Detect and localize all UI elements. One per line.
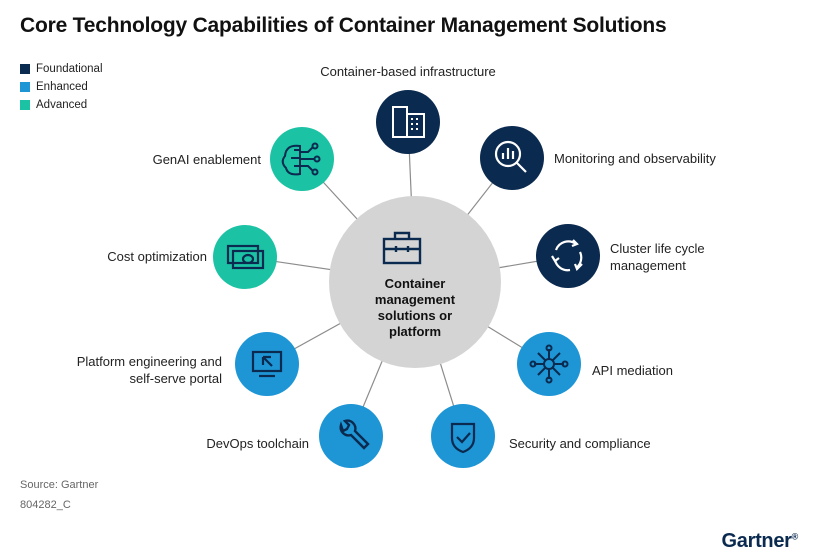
building-icon bbox=[392, 106, 425, 138]
brand-name: Gartner bbox=[721, 530, 792, 552]
node-label-cost-opt: Cost optimization bbox=[107, 249, 207, 264]
page-title: Core Technology Capabilities of Containe… bbox=[20, 14, 667, 37]
wrench-icon bbox=[339, 419, 370, 450]
magnifier-chart-icon bbox=[494, 140, 527, 173]
legend: Foundational Enhanced Advanced bbox=[20, 60, 103, 114]
money-bills-icon bbox=[226, 244, 265, 270]
node-circle-api-mediation bbox=[517, 332, 581, 396]
legend-label: Foundational bbox=[36, 63, 103, 75]
node-label-monitoring: Monitoring and observability bbox=[554, 151, 716, 166]
document-id: 804282_C bbox=[20, 499, 71, 511]
node-circle-security bbox=[431, 404, 495, 468]
legend-swatch-foundational bbox=[20, 64, 30, 74]
node-label-genai: GenAI enablement bbox=[152, 152, 261, 167]
node-label-devops: DevOps toolchain bbox=[206, 436, 309, 451]
node-circle-platform-eng bbox=[235, 332, 299, 396]
network-hub-icon bbox=[529, 344, 569, 384]
node-circle-cost-opt bbox=[213, 225, 277, 289]
node-label-platform-eng: Platform engineering and self-serve port… bbox=[76, 354, 222, 386]
briefcase-icon bbox=[382, 231, 422, 265]
legend-item-foundational: Foundational bbox=[20, 60, 103, 78]
node-circle-cluster-lifecycle bbox=[536, 224, 600, 288]
legend-swatch-advanced bbox=[20, 100, 30, 110]
node-label-api-mediation: API mediation bbox=[592, 363, 673, 378]
hub-label: Container management solutions or platfo… bbox=[374, 276, 456, 339]
hub-circle bbox=[329, 196, 501, 368]
brain-circuit-icon bbox=[281, 142, 321, 176]
source-note: Source: Gartner bbox=[20, 479, 99, 491]
legend-swatch-enhanced bbox=[20, 82, 30, 92]
legend-item-advanced: Advanced bbox=[20, 96, 103, 114]
brand-logo: Gartner® bbox=[722, 530, 799, 553]
cycle-arrows-icon bbox=[551, 239, 583, 272]
node-label-security: Security and compliance bbox=[509, 436, 651, 451]
shield-check-icon bbox=[450, 422, 476, 454]
node-label-cluster-lifecycle: Cluster life cycle management bbox=[610, 241, 705, 273]
node-label-container-infra: Container-based infrastructure bbox=[320, 64, 496, 79]
legend-item-enhanced: Enhanced bbox=[20, 78, 103, 96]
monitor-cursor-icon bbox=[251, 350, 283, 378]
brand-dot: ® bbox=[791, 531, 799, 542]
legend-label: Enhanced bbox=[36, 81, 88, 93]
legend-label: Advanced bbox=[36, 99, 88, 111]
